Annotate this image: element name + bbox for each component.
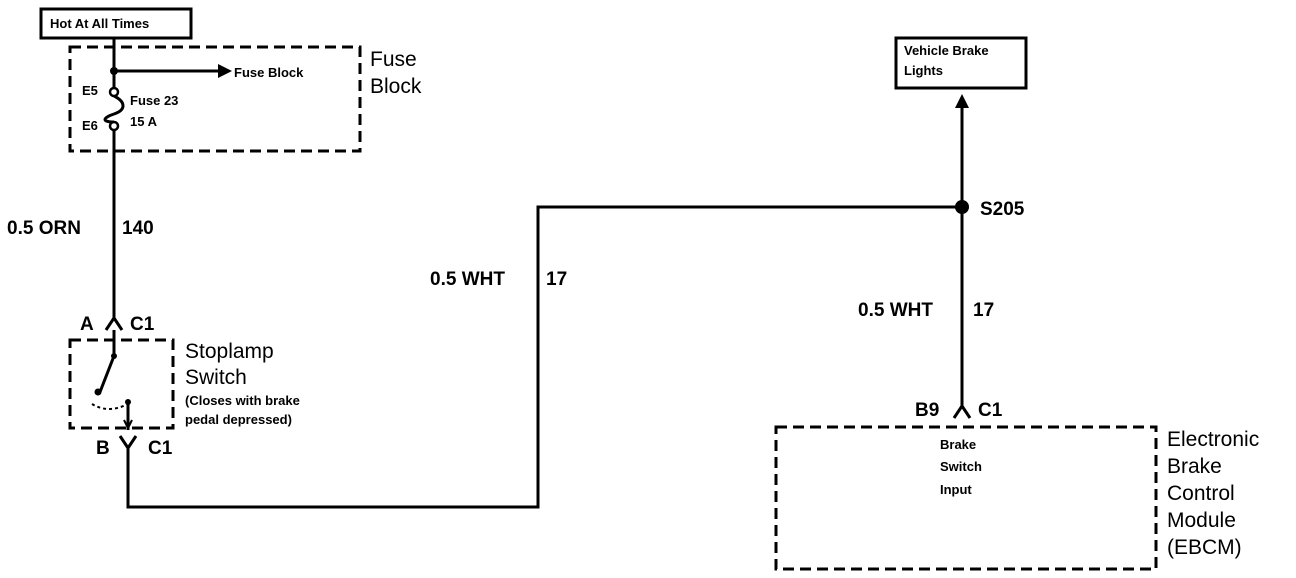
orn-wire-gauge: 0.5 ORN [7, 218, 81, 239]
ebcm-conn-pin: B9 [915, 400, 939, 421]
ebcm-input-line-3: Input [940, 482, 972, 497]
ebcm-input-line-1: Brake [940, 437, 976, 452]
ebcm-title-2: Brake [1167, 455, 1222, 478]
fuse-block-title-2: Block [370, 75, 422, 98]
hot-label-text: Hot At All Times [50, 16, 149, 31]
switch-blade-icon [98, 355, 116, 393]
connector-b9-icon [952, 403, 972, 419]
connector-a-icon [104, 315, 124, 331]
stoplamp-switch-box [68, 338, 175, 430]
orn-wire-circuit: 140 [122, 218, 154, 239]
ebcm-title-1: Electronic [1167, 428, 1259, 451]
fuse-block-arrow-label: Fuse Block [234, 65, 304, 80]
switch-actuator-icon [91, 403, 129, 410]
stoplamp-conn-top-pin: A [80, 314, 94, 335]
stoplamp-title-1: Stoplamp [185, 340, 274, 363]
brake-lights-box [894, 36, 1028, 90]
stoplamp-conn-bot-pin: B [96, 438, 110, 459]
ebcm-input-line-2: Switch [940, 459, 982, 474]
stoplamp-note-2: pedal depressed) [185, 412, 292, 427]
fuse-pin-e6: E6 [82, 118, 98, 133]
brake-lights-line-1: Vehicle Brake [904, 43, 989, 58]
wht-wire-main [126, 205, 962, 509]
ebcm-box [774, 425, 1158, 571]
splice-s205-label: S205 [980, 199, 1025, 220]
switch-pivot [94, 388, 102, 396]
switch-arrow-icon [123, 419, 133, 431]
stoplamp-note-1: (Closes with brake [185, 393, 300, 408]
fuse-icon [103, 94, 125, 124]
stoplamp-title-2: Switch [185, 366, 247, 389]
ebcm-title-4: Module [1167, 509, 1236, 532]
wht-wire-left-circuit: 17 [546, 269, 567, 290]
stoplamp-conn-bot-name: C1 [148, 438, 173, 459]
brake-lights-line-2: Lights [904, 63, 943, 78]
wht-wire-right-circuit: 17 [973, 300, 994, 321]
fuse-rating: 15 A [130, 114, 158, 129]
brake-lights-arrow-icon [955, 94, 969, 108]
ebcm-conn-name: C1 [978, 400, 1003, 421]
wht-wire-right-gauge: 0.5 WHT [858, 300, 933, 321]
fuse-pin-e5: E5 [82, 83, 98, 98]
ebcm-title-5: (EBCM) [1167, 536, 1242, 559]
hot-at-all-times-label: Hot At All Times [39, 7, 193, 40]
fuse-terminal-e5 [108, 86, 120, 98]
wht-wire-left-gauge: 0.5 WHT [430, 269, 505, 290]
fuse-block-arrow-icon [218, 64, 232, 78]
fuse-terminal-e6 [108, 120, 120, 132]
stoplamp-conn-top-name: C1 [130, 314, 155, 335]
connector-b-icon [118, 435, 138, 451]
fuse-name: Fuse 23 [130, 93, 178, 108]
fuse-block-box [68, 45, 362, 153]
fuse-block-title-1: Fuse [370, 48, 417, 71]
ebcm-title-3: Control [1167, 482, 1235, 505]
